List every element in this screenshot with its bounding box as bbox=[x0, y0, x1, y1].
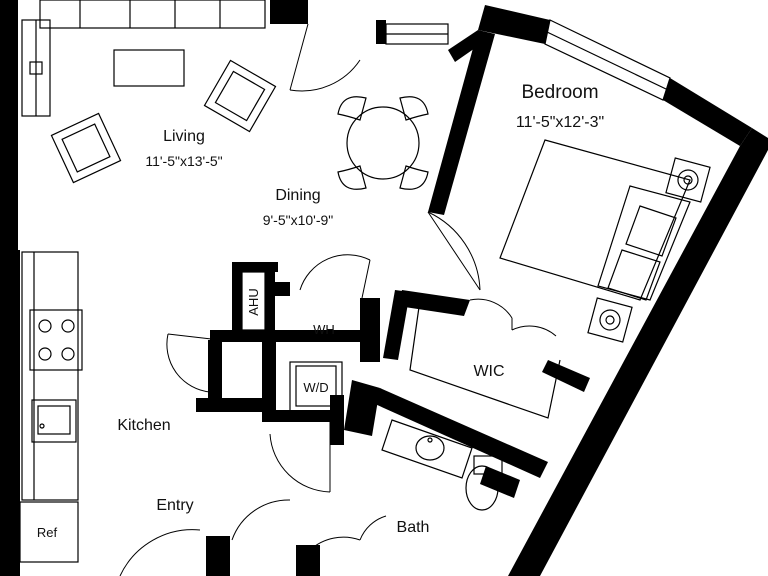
kitchen-fixtures bbox=[19, 251, 83, 563]
windows bbox=[21, 19, 671, 117]
interior-walls bbox=[196, 262, 590, 576]
room-labels: Living 11'-5"x13'-5" Dining 9'-5"x10'-9"… bbox=[37, 82, 604, 540]
ahu-label: AHU bbox=[246, 288, 261, 315]
living-size: 11'-5"x13'-5" bbox=[145, 153, 222, 169]
wic-name: WIC bbox=[473, 363, 504, 380]
dining-furniture bbox=[337, 96, 429, 190]
wh-label: WH bbox=[313, 322, 335, 337]
doors bbox=[119, 23, 557, 576]
entry-name: Entry bbox=[156, 497, 193, 514]
kitchen-name: Kitchen bbox=[117, 417, 170, 434]
bath-fixtures bbox=[381, 419, 503, 511]
utility-fixtures bbox=[241, 271, 343, 413]
dining-size: 9'-5"x10'-9" bbox=[263, 212, 334, 228]
bath-name: Bath bbox=[397, 519, 430, 536]
living-furniture bbox=[39, 0, 277, 184]
bedroom-furniture bbox=[409, 139, 711, 419]
living-name: Living bbox=[163, 128, 205, 145]
dining-name: Dining bbox=[275, 187, 320, 204]
wd-label: W/D bbox=[303, 380, 328, 395]
bedroom-size: 11'-5"x12'-3" bbox=[516, 114, 604, 131]
ref-label: Ref bbox=[37, 525, 58, 540]
bedroom-name: Bedroom bbox=[521, 82, 598, 103]
